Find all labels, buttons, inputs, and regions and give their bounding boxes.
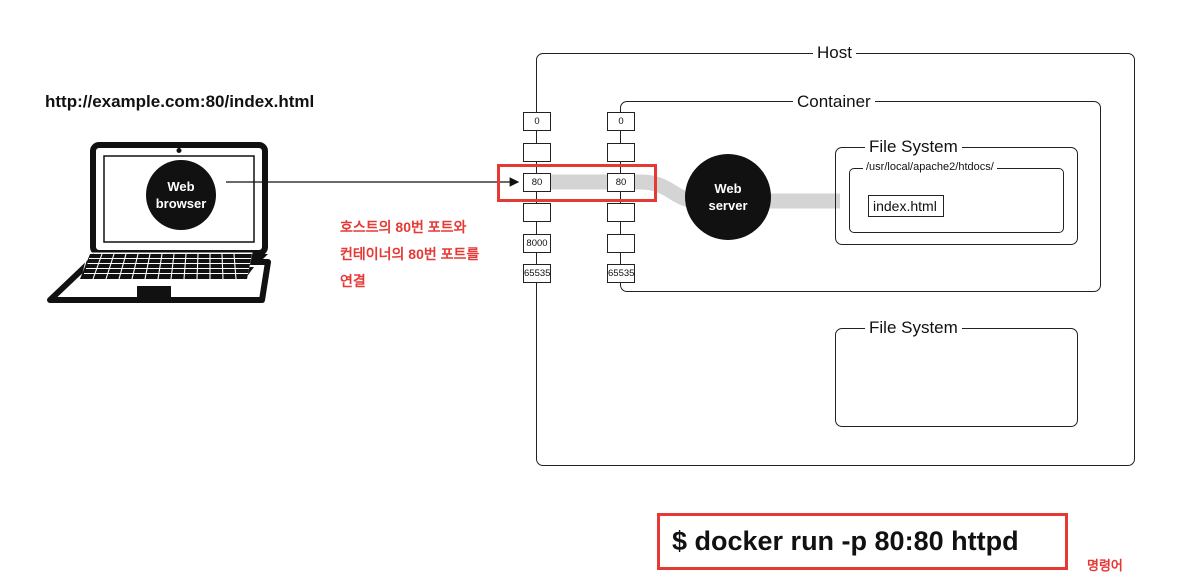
web-browser-circle: Web browser: [146, 160, 216, 230]
index-html-file: index.html: [868, 195, 944, 217]
web-server-circle: Web server: [685, 154, 771, 240]
command-note: 명령어: [1087, 558, 1123, 573]
htdocs-path: /usr/local/apache2/htdocs/: [863, 161, 997, 173]
host-port-0: 0: [523, 112, 551, 131]
port-mapping-annotation: 호스트의 80번 포트와 컨테이너의 80번 포트를 연결: [340, 214, 479, 295]
container-port-slot: [607, 203, 635, 222]
url-text: http://example.com:80/index.html: [45, 92, 315, 111]
container-port-slot: [607, 143, 635, 162]
laptop-icon: [47, 142, 271, 303]
web-browser-label: Web browser: [155, 179, 207, 211]
container-file-system-label: File System: [865, 138, 962, 156]
host-port-slot: [523, 143, 551, 162]
host-port-8000: 8000: [523, 234, 551, 253]
container-port-0: 0: [607, 112, 635, 131]
web-server-label: Web server: [708, 181, 748, 213]
command-box: [657, 513, 1068, 570]
docker-command: $ docker run -p 80:80 httpd: [672, 526, 1019, 556]
host-port-slot: [523, 203, 551, 222]
annotation-line-3: 연결: [340, 273, 366, 289]
host-label: Host: [813, 44, 856, 62]
annotation-line-1: 호스트의 80번 포트와: [340, 219, 467, 235]
container-port-80: 80: [607, 173, 635, 192]
host-file-system-label: File System: [865, 319, 962, 337]
host-file-system-box: [835, 328, 1078, 427]
host-port-80: 80: [523, 173, 551, 192]
container-port-slot: [607, 234, 635, 253]
port-80-highlight: [497, 164, 657, 202]
container-label: Container: [793, 93, 875, 111]
annotation-line-2: 컨테이너의 80번 포트를: [340, 246, 480, 262]
container-port-65535: 65535: [607, 264, 635, 283]
host-port-65535: 65535: [523, 264, 551, 283]
